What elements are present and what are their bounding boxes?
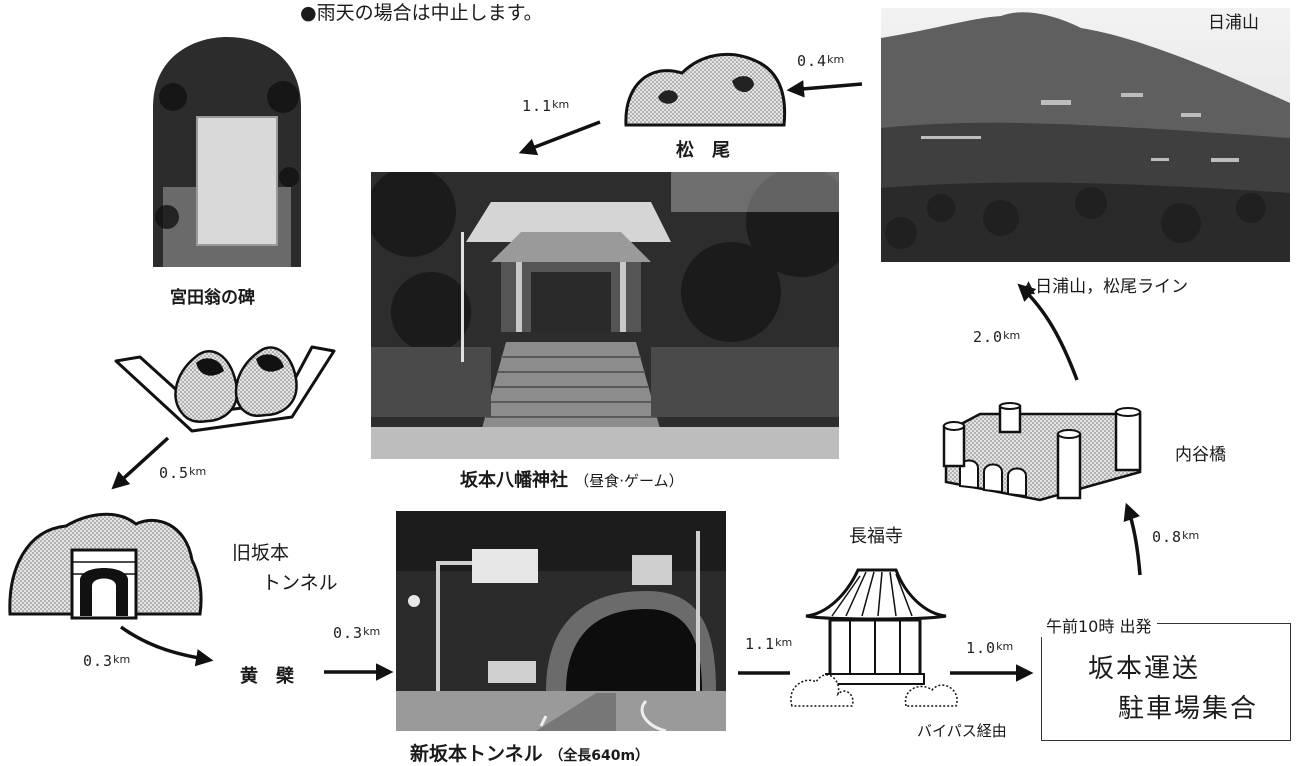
start-line1: 坂本運送 — [1088, 654, 1201, 684]
bypass-label: バイパス経由 — [917, 722, 1007, 740]
distance-choufukuji-start: 1.0km — [966, 639, 1014, 657]
distance-hiurayama-matsuo: 0.4km — [797, 52, 845, 70]
onigiri-lunch-illustration — [114, 345, 336, 433]
distance-matsuo-shrine: 1.1km — [522, 97, 570, 115]
shrine-note: （昼食·ゲーム） — [574, 472, 684, 490]
uchitanibashi-bridge-illustration — [942, 402, 1142, 502]
shrine-name: 坂本八幡神社 — [460, 470, 568, 491]
distance-old-tunnel-ouhaku: 0.3km — [83, 652, 131, 670]
distance-uchitanibashi-hiurayama: 2.0km — [973, 328, 1021, 346]
start-time-label: 午前10時 出発 — [1040, 613, 1158, 637]
arrow-hiurayama-to-matsuo — [786, 80, 863, 98]
choufukuji-label: 長福寺 — [849, 526, 903, 547]
new-tunnel-name: 新坂本トンネル — [410, 743, 543, 765]
arrow-start-to-uchitanibashi — [1123, 502, 1142, 576]
distance-lunch-old-tunnel: 0.5km — [159, 464, 207, 482]
hiurayama-label: 日浦山 — [1208, 13, 1259, 33]
monument-label: 宮田翁の碑 — [170, 288, 255, 308]
choufukuji-temple-illustration — [790, 568, 958, 707]
ouhaku-label: 黄 檗 — [240, 666, 294, 687]
hiurayama-photo — [881, 8, 1290, 262]
matsuo-label: 松 尾 — [676, 140, 730, 161]
start-meeting-box — [1041, 623, 1291, 741]
uchitanibashi-label: 内谷橋 — [1175, 445, 1226, 465]
new-tunnel-note: （全長640m） — [549, 748, 650, 764]
old-tunnel-label-line2: トンネル — [262, 572, 338, 594]
monument-photo — [153, 37, 301, 267]
rain-notice: ●雨天の場合は中止します。 — [300, 2, 543, 24]
new-tunnel-caption: 新坂本トンネル （全長640m） — [410, 739, 649, 766]
shrine-caption: 坂本八幡神社 （昼食·ゲーム） — [460, 466, 684, 492]
old-tunnel-illustration — [8, 512, 203, 620]
distance-start-uchitanibashi: 0.8km — [1152, 528, 1200, 546]
matsuo-mountain-illustration — [624, 52, 787, 127]
distance-ouhaku-new-tunnel: 0.3km — [333, 624, 381, 642]
old-tunnel-label-line1: 旧坂本 — [232, 542, 290, 564]
arrow-uchitanibashi-to-hiurayama — [1017, 283, 1079, 381]
new-tunnel-photo — [396, 511, 726, 731]
arrow-matsuo-to-shrine — [518, 120, 601, 156]
distance-new-tunnel-choufukuji: 1.1km — [745, 635, 793, 653]
arrow-old-tunnel-to-ouhaku — [119, 625, 214, 667]
hiurayama-caption: ▲日浦山，松尾ライン — [1022, 277, 1189, 297]
start-line2: 駐車場集合 — [1118, 694, 1259, 724]
shrine-photo — [371, 172, 839, 459]
